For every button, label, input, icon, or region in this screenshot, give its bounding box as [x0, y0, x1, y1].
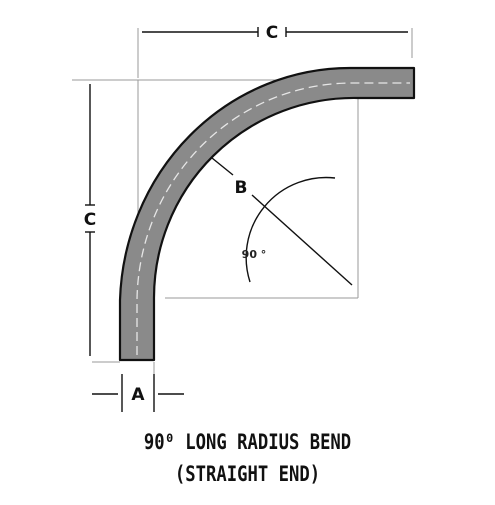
side-dimension-label: C	[84, 210, 96, 230]
top-dimension-label: C	[266, 23, 278, 43]
angle-arc	[245, 176, 336, 283]
pipe-centerline	[136, 82, 410, 355]
angle-label: 90 °	[242, 248, 267, 261]
radius-line-upper	[211, 157, 234, 176]
caption-title: 90⁰ LONG RADIUS BEND	[143, 430, 352, 454]
side-dimension	[85, 84, 95, 356]
width-dimension	[92, 374, 184, 412]
top-dimension	[142, 27, 408, 37]
width-marker-label: A	[131, 385, 145, 405]
pipe-bend	[118, 66, 416, 362]
caption-subtitle: (STRAIGHT END)	[174, 462, 321, 486]
radius-marker-label: B	[235, 178, 248, 198]
radius-marker	[211, 157, 353, 286]
radius-line-lower	[251, 194, 353, 286]
